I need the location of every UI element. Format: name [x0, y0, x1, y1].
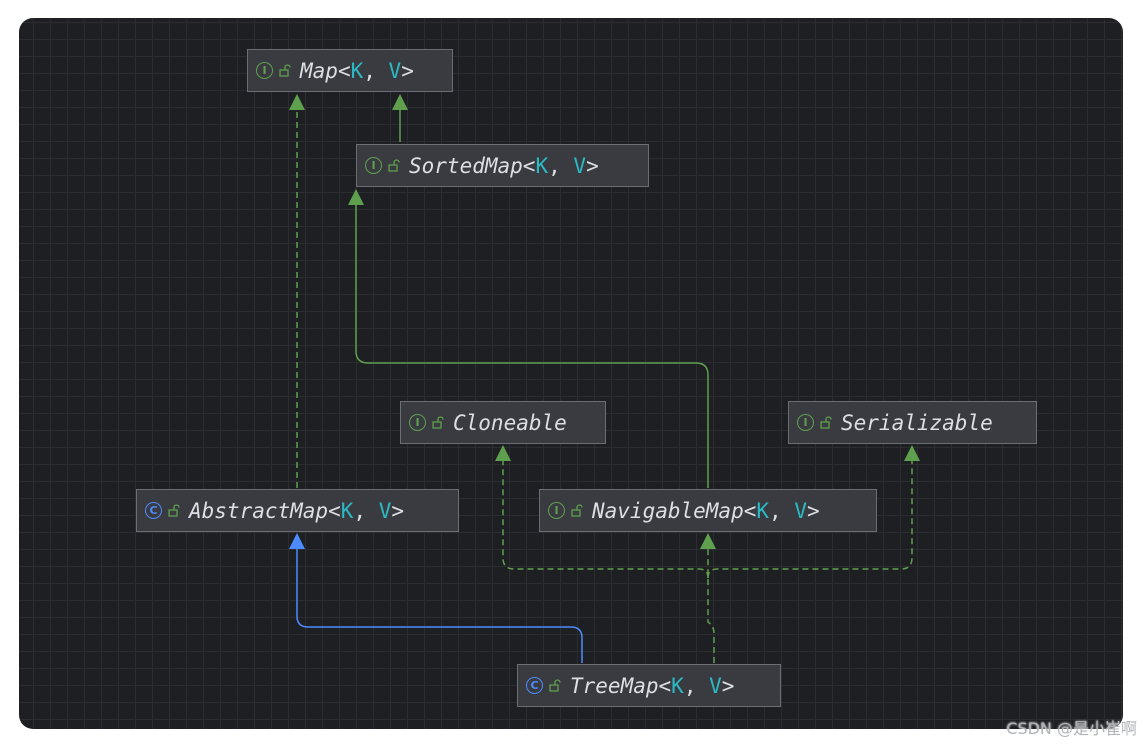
- interface-icon: I: [797, 414, 814, 431]
- type-param-k: K: [350, 58, 364, 83]
- edge-treemap-cloneable: [502, 461, 709, 579]
- type-param-k: K: [535, 153, 549, 178]
- node-sortedmap[interactable]: I SortedMap<K, V>: [356, 144, 649, 187]
- type-close: >: [806, 498, 820, 523]
- lock-icon: [388, 158, 400, 172]
- node-map-name: Map: [300, 58, 338, 83]
- type-param-v: V: [709, 673, 722, 698]
- class-icon: C: [526, 677, 543, 694]
- type-open: <: [328, 498, 341, 523]
- node-serializable-name: Serializable: [841, 410, 993, 435]
- arrowhead-navigablemap-sortedmap: [348, 189, 364, 205]
- class-icon: C: [145, 502, 162, 519]
- type-close: >: [391, 498, 404, 523]
- node-treemap-name: TreeMap: [570, 673, 659, 698]
- node-navigablemap-name: NavigableMap: [592, 498, 744, 523]
- type-open: <: [658, 673, 672, 698]
- interface-icon: I: [365, 157, 382, 174]
- arrowhead-sortedmap-map: [392, 94, 408, 110]
- type-param-v: V: [388, 58, 402, 83]
- node-abstractmap[interactable]: C AbstractMap<K, V>: [136, 489, 459, 532]
- arrowhead-treemap-abstractmap: [289, 533, 305, 549]
- edge-treemap-navigablemap: [707, 549, 715, 663]
- type-param-k: K: [756, 498, 770, 523]
- arrowhead-treemap-navigablemap: [700, 533, 716, 549]
- type-close: >: [721, 673, 735, 698]
- watermark: CSDN @是小崔啊: [1006, 719, 1137, 738]
- interface-icon: I: [548, 502, 565, 519]
- node-cloneable[interactable]: I Cloneable: [400, 401, 606, 444]
- diagram-canvas: I Map<K, V> I SortedMap<K, V> I Cloneabl…: [19, 18, 1123, 729]
- type-sep: ,: [769, 498, 795, 523]
- type-sep: ,: [353, 498, 379, 523]
- type-sep: ,: [548, 153, 574, 178]
- node-abstractmap-name: AbstractMap: [189, 498, 329, 523]
- node-navigablemap[interactable]: I NavigableMap<K, V>: [539, 489, 877, 532]
- type-close: >: [401, 58, 414, 83]
- interface-icon: I: [256, 62, 273, 79]
- type-open: <: [522, 153, 536, 178]
- type-sep: ,: [683, 673, 710, 698]
- arrowhead-treemap-cloneable: [495, 445, 511, 461]
- lock-icon: [168, 503, 180, 517]
- type-param-k: K: [671, 673, 684, 698]
- type-open: <: [743, 498, 757, 523]
- type-param-v: V: [378, 498, 392, 523]
- edge-navigablemap-sortedmap: [355, 205, 709, 488]
- lock-icon: [571, 503, 583, 517]
- node-sortedmap-name: SortedMap: [409, 153, 523, 178]
- node-map[interactable]: I Map<K, V>: [247, 49, 453, 92]
- node-treemap[interactable]: C TreeMap<K, V>: [517, 664, 781, 707]
- type-open: <: [337, 58, 351, 83]
- edge-treemap-serializable: [707, 461, 913, 579]
- node-serializable[interactable]: I Serializable: [788, 401, 1037, 444]
- interface-icon: I: [409, 414, 426, 431]
- type-param-v: V: [573, 153, 587, 178]
- node-cloneable-name: Cloneable: [453, 410, 567, 435]
- arrowhead-treemap-serializable: [904, 445, 920, 461]
- edge-layer: [289, 94, 920, 663]
- type-close: >: [586, 153, 599, 178]
- type-param-k: K: [340, 498, 354, 523]
- type-param-v: V: [794, 498, 807, 523]
- lock-icon: [432, 415, 444, 429]
- type-sep: ,: [363, 58, 389, 83]
- lock-icon: [820, 415, 832, 429]
- arrowhead-abstractmap-map: [289, 94, 305, 110]
- lock-icon: [279, 63, 291, 77]
- lock-icon: [549, 678, 561, 692]
- edge-treemap-abstractmap: [296, 549, 583, 663]
